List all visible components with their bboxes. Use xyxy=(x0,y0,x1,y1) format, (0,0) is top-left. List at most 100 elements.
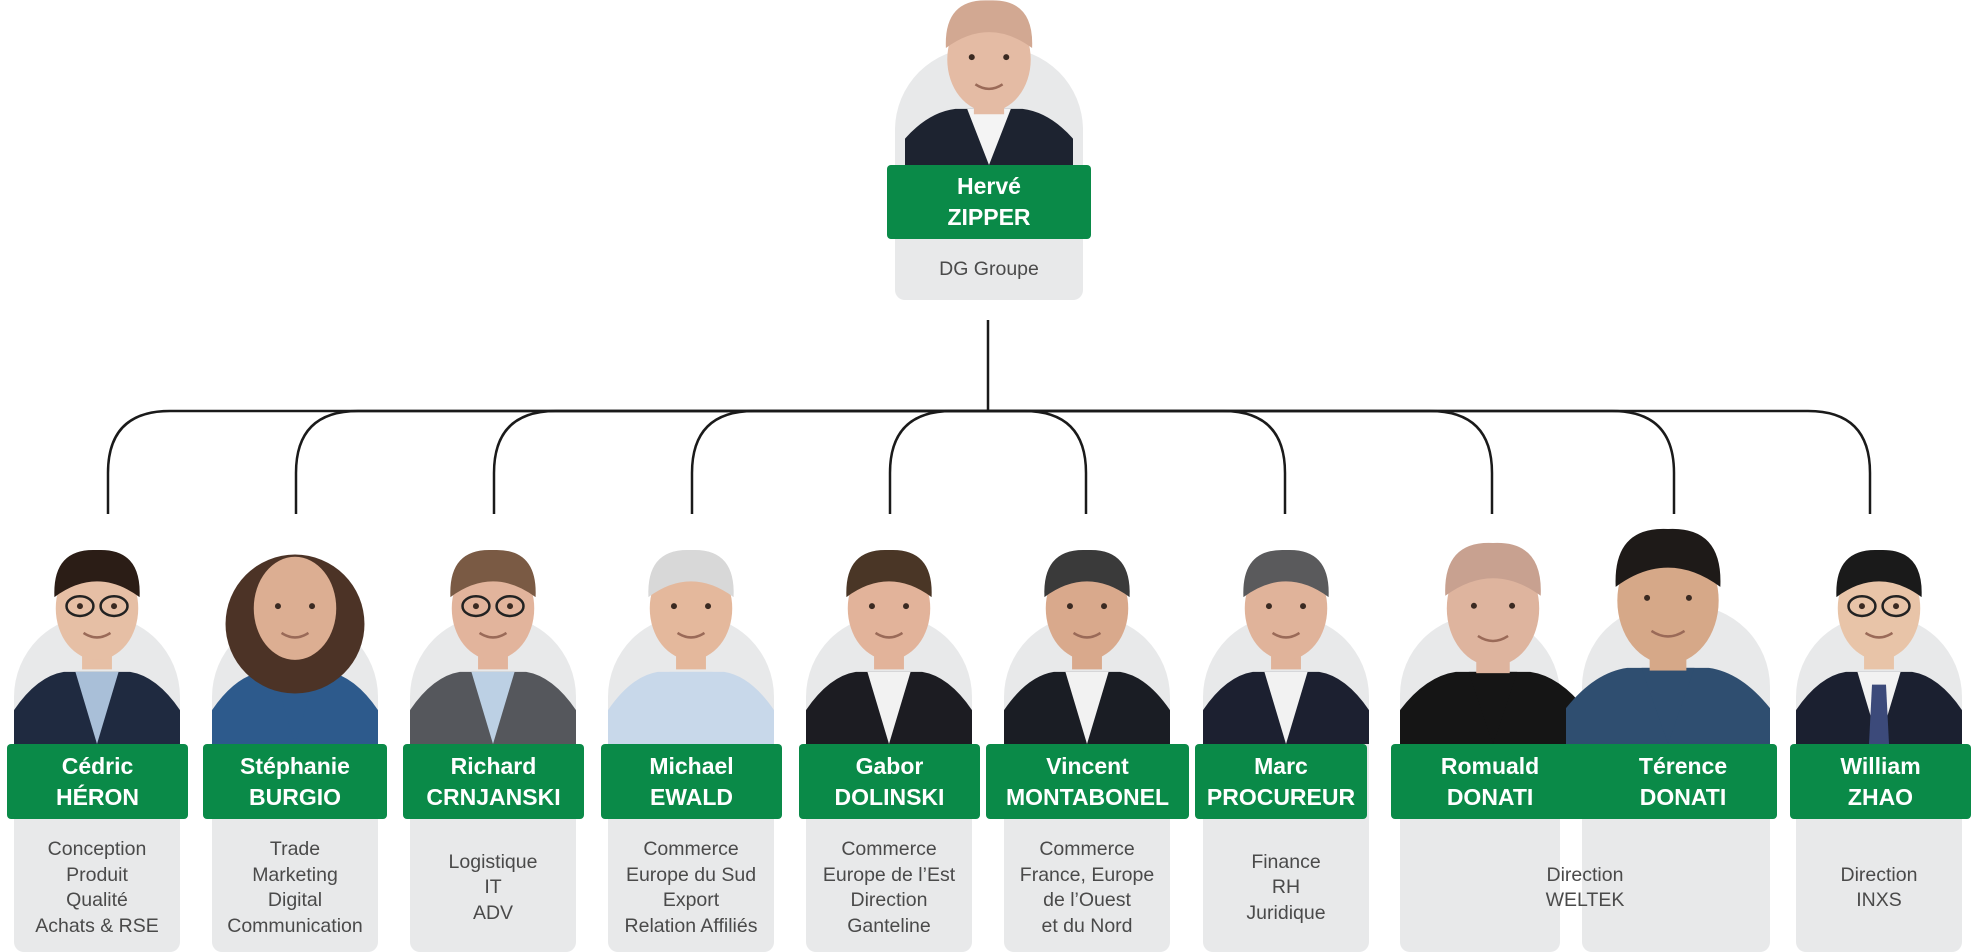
member-last-name: CRNJANSKI xyxy=(426,783,561,810)
shirt-collar-shape xyxy=(1065,671,1109,744)
mouth-shape xyxy=(82,631,112,639)
eye-shape xyxy=(670,603,677,610)
portrait-illustration xyxy=(905,0,1073,165)
glasses-shape xyxy=(1847,594,1877,618)
mouth-shape xyxy=(974,83,1004,91)
shirt-collar-shape xyxy=(967,108,1011,165)
portrait-illustration xyxy=(1796,549,1962,744)
portrait-illustration xyxy=(806,549,972,744)
ceo-name: Hervé ZIPPER xyxy=(887,165,1091,239)
shirt-collar-shape xyxy=(867,671,911,744)
eye-shape xyxy=(507,603,514,610)
mouth-shape xyxy=(280,631,310,639)
eye-shape xyxy=(1066,603,1073,610)
member-last-name: HÉRON xyxy=(55,783,140,810)
member-last-name: BURGIO xyxy=(249,783,341,810)
role-line: Direction xyxy=(1840,863,1918,886)
glasses-shape xyxy=(1881,594,1911,618)
role-line: Logistique xyxy=(448,850,538,873)
shirt-collar-shape xyxy=(669,671,713,744)
member-last-name: PROCUREUR xyxy=(1206,783,1356,810)
mouth-shape xyxy=(1477,634,1509,643)
member-role-marc-procureur: Finance RH Juridique xyxy=(1203,832,1369,944)
role-line: ADV xyxy=(472,901,514,924)
role-line: Juridique xyxy=(1246,901,1326,924)
eye-shape xyxy=(868,603,875,610)
hair-shape xyxy=(1445,542,1541,596)
member-last-name: DONATI xyxy=(1639,783,1727,810)
member-last-name: ZHAO xyxy=(1847,783,1914,810)
member-role-william-zhao: Direction INXS xyxy=(1796,832,1962,944)
glasses-shape xyxy=(99,594,129,618)
portrait-illustration xyxy=(212,554,378,744)
mouth-shape xyxy=(1271,631,1301,639)
eye-shape xyxy=(472,603,479,610)
connector-branch xyxy=(988,409,1494,514)
eye-shape xyxy=(1509,602,1516,609)
glasses-shape xyxy=(495,594,525,618)
hair-shape xyxy=(54,549,140,598)
mouth-shape xyxy=(676,631,706,639)
member-name-michael-ewald: Michael EWALD xyxy=(601,744,782,819)
eye-shape xyxy=(968,54,975,61)
tie-shape xyxy=(1869,684,1889,744)
hair-shape xyxy=(648,549,734,598)
member-role-donati-duo: Direction WELTEK xyxy=(1400,832,1770,944)
role-line: INXS xyxy=(1856,889,1902,911)
shirt-collar-shape xyxy=(75,671,119,744)
member-name-vincent-montabonel: Vincent MONTABONEL xyxy=(986,744,1189,819)
mouth-shape xyxy=(1072,631,1102,639)
hair-shape xyxy=(1243,549,1329,598)
ceo-last-name: ZIPPER xyxy=(947,204,1031,230)
connector-branch xyxy=(888,409,988,514)
connector-branch xyxy=(988,409,1872,514)
role-line: Trade xyxy=(269,838,321,860)
eye-shape xyxy=(309,603,316,610)
ceo-photo xyxy=(905,0,1073,165)
role-line: Produit xyxy=(66,863,128,886)
member-role-cedric-heron: Conception Produit Qualité Achats & RSE xyxy=(14,832,180,944)
role-line: Commerce xyxy=(841,838,937,860)
member-role-gabor-dolinski: Commerce Europe de l’Est Direction Gante… xyxy=(806,832,972,944)
member-photo-romuald-donati xyxy=(1400,532,1586,744)
role-line: IT xyxy=(484,876,502,899)
glasses-shape xyxy=(461,594,491,618)
member-photo-marc-procureur xyxy=(1203,532,1369,744)
member-first-name: Cédric xyxy=(61,752,134,779)
portrait-illustration xyxy=(1566,528,1770,744)
connector-branch xyxy=(294,409,988,514)
eye-shape xyxy=(1300,603,1307,610)
member-name-donati-duo: Romuald DONATI Térence DONATI xyxy=(1391,744,1777,819)
member-name-terence-donati: Térence DONATI xyxy=(1639,751,1727,813)
role-line: Direction xyxy=(850,889,928,911)
role-line: RH xyxy=(1271,876,1301,899)
member-first-name: Richard xyxy=(450,752,537,779)
portrait-illustration xyxy=(1004,549,1170,744)
member-first-name: William xyxy=(1840,752,1921,779)
connector-branch xyxy=(988,409,1088,514)
member-first-name: Michael xyxy=(649,752,734,779)
eye-shape xyxy=(903,603,910,610)
member-photo-cedric-heron xyxy=(14,532,180,744)
eye-shape xyxy=(1470,602,1477,609)
member-role-vincent-montabonel: Commerce France, Europe de l’Ouest et du… xyxy=(1004,832,1170,944)
connector-branch xyxy=(106,409,988,514)
hair-shape xyxy=(1836,549,1922,598)
connector-branch xyxy=(690,409,988,514)
member-name-cedric-heron: Cédric HÉRON xyxy=(7,744,188,819)
face-shape xyxy=(253,556,337,660)
role-line: WELTEK xyxy=(1545,889,1625,911)
eye-shape xyxy=(1101,603,1108,610)
member-first-name: Stéphanie xyxy=(240,752,350,779)
member-name-william-zhao: William ZHAO xyxy=(1790,744,1971,819)
eye-shape xyxy=(705,603,712,610)
shirt-collar-shape xyxy=(1641,667,1695,744)
role-line: de l’Ouest xyxy=(1043,889,1131,911)
member-photo-gabor-dolinski xyxy=(806,532,972,744)
member-role-stephanie-burgio: Trade Marketing Digital Communication xyxy=(212,832,378,944)
role-line: Commerce xyxy=(643,838,739,860)
glasses-shape xyxy=(65,594,95,618)
role-line: Marketing xyxy=(252,863,338,886)
mouth-shape xyxy=(1864,631,1894,639)
role-line: Qualité xyxy=(66,889,128,911)
